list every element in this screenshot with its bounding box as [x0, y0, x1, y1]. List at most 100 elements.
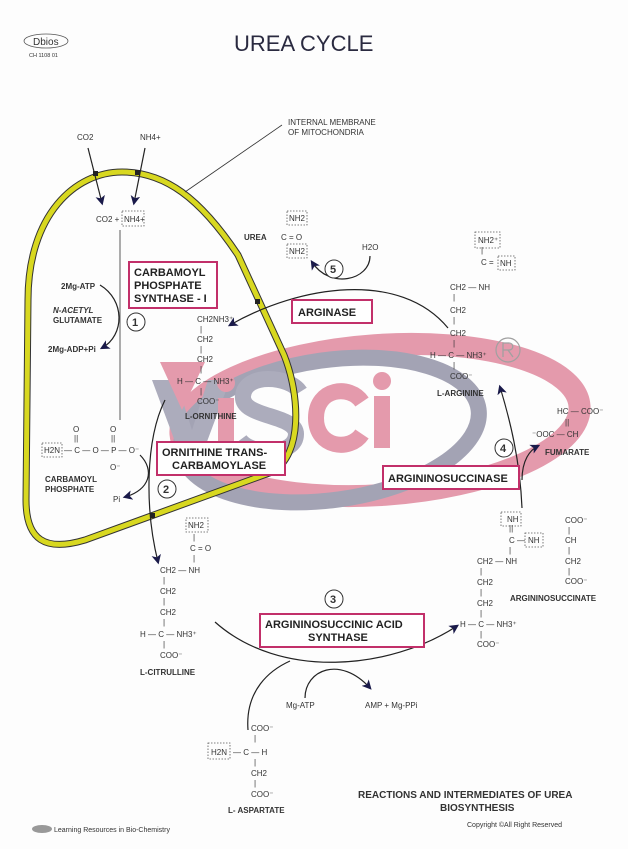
watermark-letter-v-accent — [160, 362, 205, 410]
svg-text:C =: C = — [481, 258, 494, 267]
svg-text:NH2⁺: NH2⁺ — [478, 236, 498, 245]
svg-text:— C — O — P — O⁻: — C — O — P — O⁻ — [64, 446, 139, 455]
svg-text:Dbios: Dbios — [33, 37, 59, 48]
svg-text:|: | — [480, 588, 482, 597]
svg-text:C —: C — — [509, 536, 525, 545]
svg-text:|: | — [200, 387, 202, 396]
svg-text:NH: NH — [507, 515, 519, 524]
svg-text:CH2 — NH: CH2 — NH — [160, 566, 200, 575]
page-title: UREA CYCLE — [234, 31, 373, 56]
co2-label: CO2 — [77, 133, 94, 142]
svg-text:H2N: H2N — [211, 748, 227, 757]
step-2-marker: 2 — [157, 479, 177, 499]
svg-text:|: | — [254, 758, 256, 767]
svg-text:CO2 +: CO2 + — [96, 215, 120, 224]
svg-text:NH: NH — [528, 536, 540, 545]
svg-text:|: | — [453, 361, 455, 370]
svg-text:|: | — [480, 630, 482, 639]
svg-text:|: | — [568, 567, 570, 576]
svg-text:L-ARGININE: L-ARGININE — [437, 389, 484, 398]
svg-text:Mg-ATP: Mg-ATP — [286, 701, 315, 710]
svg-text:|: | — [193, 554, 195, 563]
svg-text:C = O: C = O — [190, 544, 211, 553]
step-5-marker: 5 — [324, 259, 344, 279]
membrane-label: INTERNAL MEMBRANE — [288, 118, 376, 127]
svg-text:COO⁻: COO⁻ — [251, 790, 273, 799]
enzyme-arginase: ARGINASE — [291, 299, 373, 324]
step-4-marker: 4 — [494, 438, 514, 458]
svg-text:2: 2 — [163, 484, 169, 496]
svg-text:CARBAMOYLASE: CARBAMOYLASE — [172, 460, 266, 472]
svg-text:AMP + Mg-PPi: AMP + Mg-PPi — [365, 701, 418, 710]
svg-text:|: | — [200, 365, 202, 374]
svg-text:||: || — [509, 524, 513, 533]
svg-text:|: | — [568, 546, 570, 555]
nh4-label: NH4+ — [140, 133, 161, 142]
enzyme-carbamoyl-phosphate-synthase: CARBAMOYL PHOSPHATE SYNTHASE - I — [128, 261, 218, 309]
svg-text:ARGININOSUCCINASE: ARGININOSUCCINASE — [388, 473, 508, 485]
svg-text:|: | — [568, 526, 570, 535]
svg-text:H — C — NH3⁺: H — C — NH3⁺ — [140, 630, 197, 639]
svg-text:COO⁻: COO⁻ — [477, 640, 499, 649]
svg-text:NH4+: NH4+ — [124, 215, 145, 224]
l-arginine: NH2⁺ | C = NH CH2 — NH | CH2 | CH2 | H —… — [430, 231, 516, 398]
svg-text:CH2NH3⁺: CH2NH3⁺ — [197, 315, 233, 324]
svg-text:2Mg-ATP: 2Mg-ATP — [61, 282, 96, 291]
svg-text:GLUTAMATE: GLUTAMATE — [53, 316, 103, 325]
svg-text:|: | — [481, 246, 483, 255]
l-ornithine: CH2NH3⁺ | CH2 | CH2 | H — C — NH3⁺ | COO… — [177, 315, 237, 421]
svg-text:CARBAMOYL: CARBAMOYL — [134, 267, 206, 279]
svg-text:|: | — [163, 597, 165, 606]
svg-text:||: || — [565, 418, 569, 427]
svg-text:O⁻: O⁻ — [110, 463, 120, 472]
svg-text:O: O — [73, 425, 79, 434]
svg-text:COO⁻: COO⁻ — [450, 372, 472, 381]
svg-text:|: | — [200, 325, 202, 334]
l-citrulline: NH2 | C = O | CH2 — NH | CH2 | CH2 | H —… — [140, 517, 211, 677]
svg-text:H — C — NH3⁺: H — C — NH3⁺ — [460, 620, 517, 629]
svg-text:CH2: CH2 — [565, 557, 582, 566]
svg-text:L-ORNITHINE: L-ORNITHINE — [185, 412, 237, 421]
svg-text:CH2: CH2 — [197, 335, 214, 344]
svg-text:ORNITHINE TRANS-: ORNITHINE TRANS- — [162, 447, 267, 459]
svg-text:||: || — [111, 434, 115, 443]
enzyme-ornithine-transcarbamoylase: ORNITHINE TRANS- CARBAMOYLASE — [156, 441, 286, 476]
svg-text:|: | — [480, 567, 482, 576]
svg-text:|: | — [453, 339, 455, 348]
svg-text:COO⁻: COO⁻ — [160, 651, 182, 660]
svg-text:NH2: NH2 — [188, 521, 205, 530]
caption: REACTIONS AND INTERMEDIATES OF UREA — [358, 790, 572, 801]
svg-text:|: | — [163, 640, 165, 649]
svg-text:OF MITOCHONDRIA: OF MITOCHONDRIA — [288, 128, 365, 137]
svg-text:CH2: CH2 — [160, 587, 177, 596]
svg-text:NH2: NH2 — [289, 247, 306, 256]
svg-text:L- ASPARTATE: L- ASPARTATE — [228, 806, 285, 815]
svg-text:FUMARATE: FUMARATE — [545, 448, 590, 457]
svg-text:N-ACETYL: N-ACETYL — [53, 306, 94, 315]
enzyme-argininosuccinic-acid-synthase: ARGININOSUCCINIC ACID SYNTHASE — [259, 613, 425, 648]
svg-text:— C — H: — C — H — [233, 748, 267, 757]
svg-text:NH2: NH2 — [289, 214, 306, 223]
svg-text:O: O — [110, 425, 116, 434]
svg-text:5: 5 — [330, 264, 336, 276]
svg-text:COO⁻: COO⁻ — [565, 516, 587, 525]
svg-text:|: | — [200, 345, 202, 354]
svg-text:C = O: C = O — [281, 233, 302, 242]
svg-text:CARBAMOYL: CARBAMOYL — [45, 475, 97, 484]
svg-text:CH2: CH2 — [160, 608, 177, 617]
watermark-letter-v — [152, 380, 230, 455]
svg-text:CH2: CH2 — [251, 769, 268, 778]
svg-text:CH2: CH2 — [197, 355, 214, 364]
svg-text:NH: NH — [500, 259, 512, 268]
argininosuccinate: NH || C — NH | CH2 — NH | CH2 | CH2 | H … — [460, 511, 597, 649]
svg-text:CH2: CH2 — [477, 578, 494, 587]
carbamoyl-phosphate: O O || || H2N — C — O — P — O⁻ O⁻ CARBAM… — [41, 425, 139, 504]
svg-text:CH2 — NH: CH2 — NH — [477, 557, 517, 566]
l-aspartate: COO⁻ | H2N — C — H | CH2 | COO⁻ L- ASPAR… — [207, 724, 285, 815]
svg-text:||: || — [74, 434, 78, 443]
footer-brand: Learning Resources in Bio-Chemistry — [54, 827, 170, 834]
svg-text:COO⁻: COO⁻ — [565, 577, 587, 586]
svg-text:CH 1108 01: CH 1108 01 — [29, 53, 58, 59]
svg-text:|: | — [193, 533, 195, 542]
